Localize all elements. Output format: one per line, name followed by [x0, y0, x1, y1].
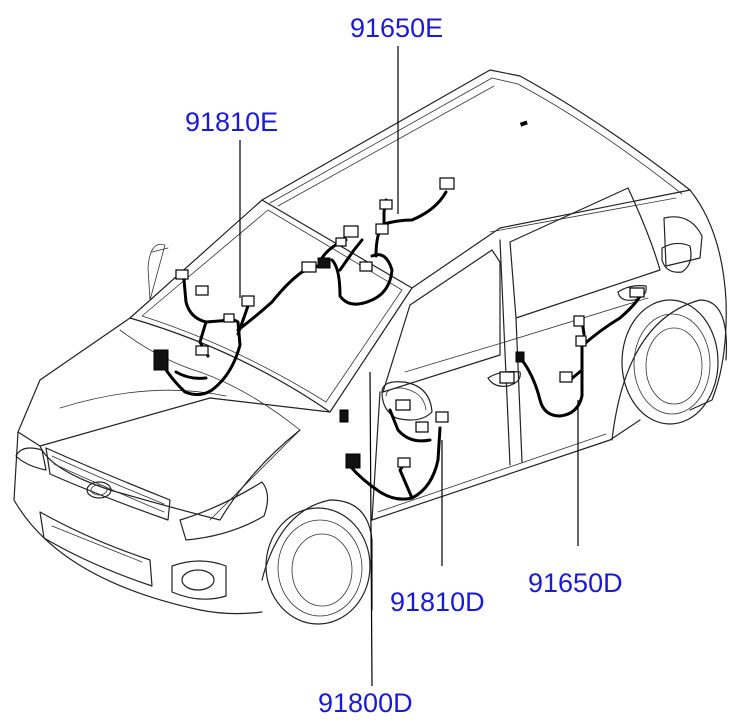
label-91810E: 91810E: [185, 107, 278, 137]
leader-lines: [239, 46, 579, 687]
label-91650D: 91650D: [528, 568, 623, 598]
car-body: [13, 69, 728, 625]
harness-dashboard: [158, 238, 394, 397]
connectors: [153, 177, 645, 469]
part-labels: 91650E 91810E 91650D 91810D 91800D: [185, 13, 623, 718]
leader-91800D: [369, 371, 373, 687]
label-91800D: 91800D: [318, 688, 413, 718]
label-91650E: 91650E: [350, 13, 443, 43]
label-91810D: 91810D: [390, 587, 485, 617]
